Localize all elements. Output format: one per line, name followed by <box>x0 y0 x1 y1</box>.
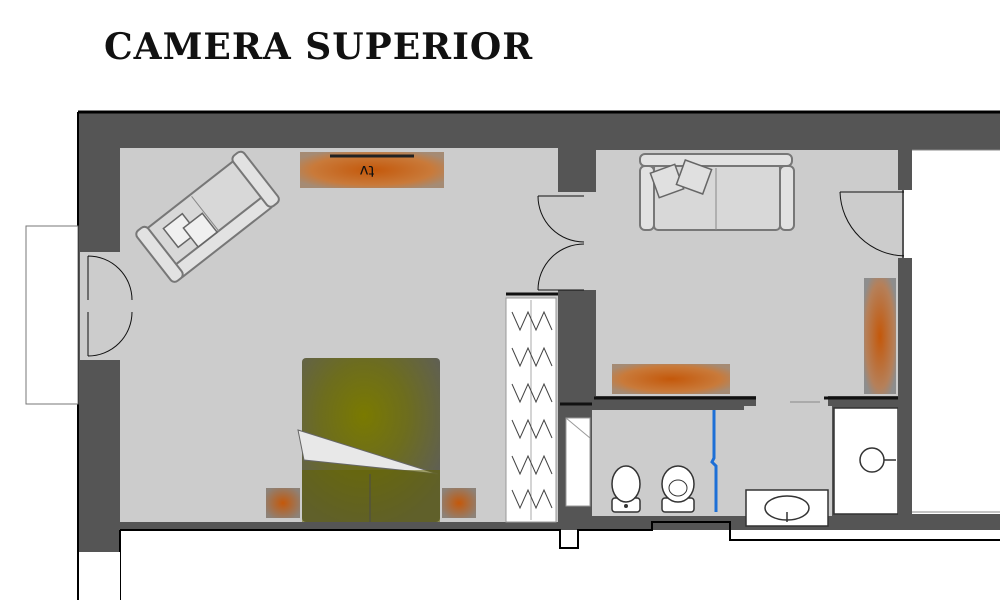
wardrobe-icon <box>505 297 557 523</box>
nightstand-icon <box>266 488 300 518</box>
bathroom-fixtures <box>565 407 899 527</box>
toilet-icon <box>661 465 695 513</box>
plan-title: CAMERA SUPERIOR <box>104 26 534 68</box>
sofa-icon <box>135 150 280 283</box>
bidet-icon <box>611 465 641 513</box>
tv-cabinet-icon: tv <box>300 152 444 188</box>
sofa-icon <box>639 153 795 231</box>
tv-label: tv <box>360 162 375 180</box>
door-icon <box>839 188 912 258</box>
desk-icon <box>612 364 730 394</box>
pipe-line <box>710 410 718 512</box>
nightstand-icon <box>442 488 476 518</box>
bed-icon <box>297 358 440 522</box>
shower-icon <box>833 407 899 515</box>
desk-icon <box>864 278 896 394</box>
door-icon <box>87 255 133 357</box>
door-icon <box>537 195 585 291</box>
window-icon <box>25 225 79 405</box>
sink-icon <box>745 489 829 527</box>
